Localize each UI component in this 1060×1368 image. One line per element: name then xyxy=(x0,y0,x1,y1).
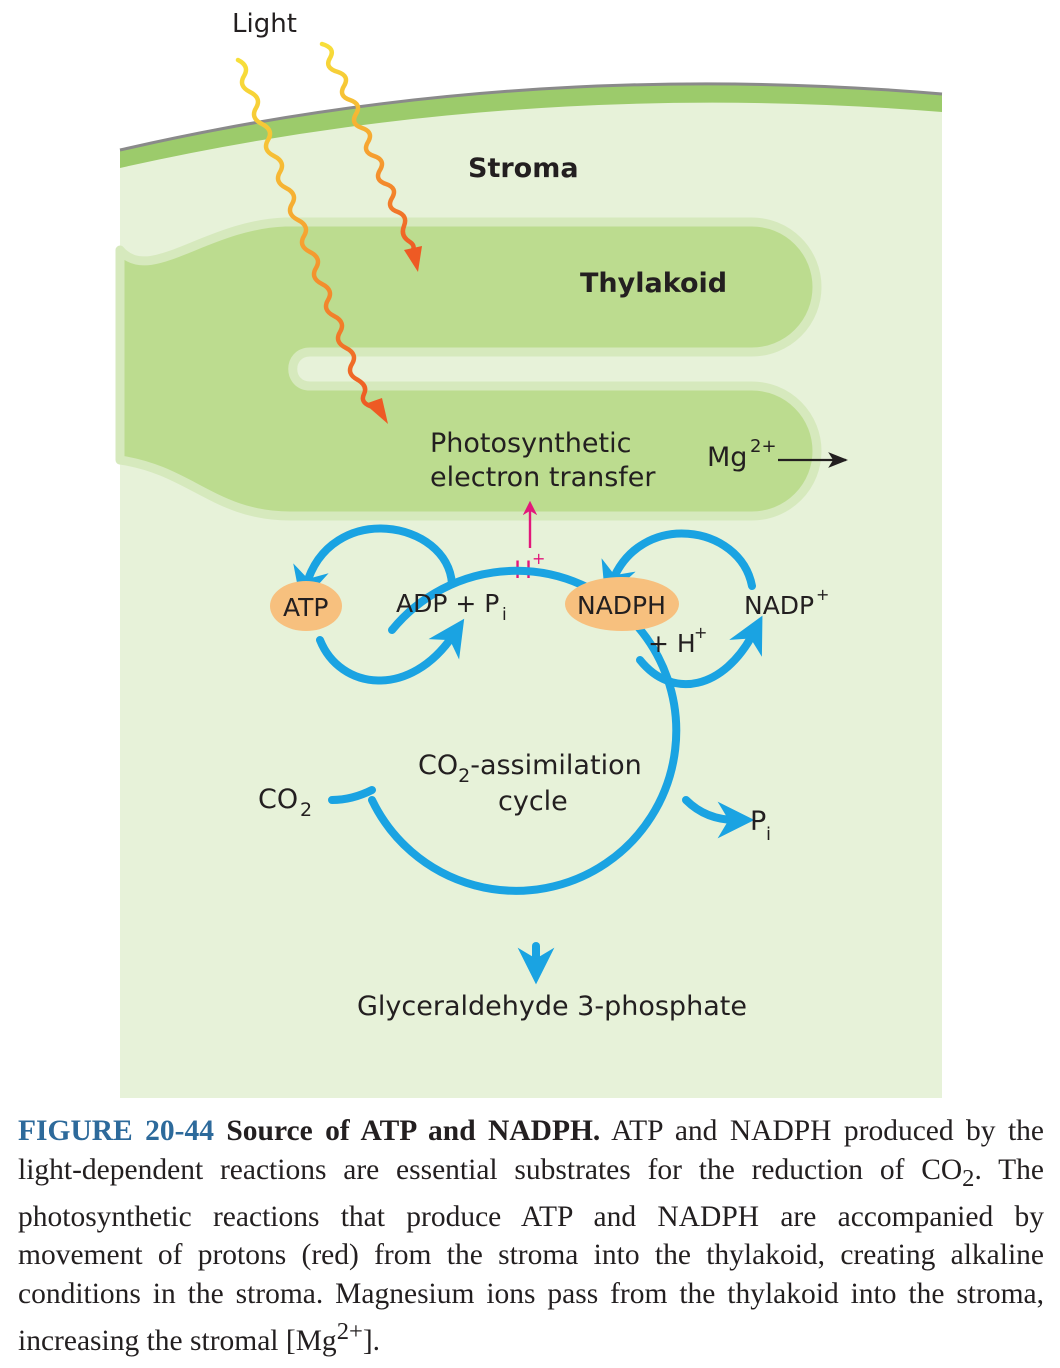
pi-release-arrow xyxy=(682,796,755,839)
mg-label: Mg xyxy=(707,442,747,473)
cycle-label-line2: cycle xyxy=(498,786,568,817)
cycle-co: CO xyxy=(418,750,458,781)
reaction-arrows xyxy=(293,524,763,985)
figure-number: FIGURE 20-44 xyxy=(18,1115,214,1147)
caption-text-2: . The photosynthetic reactions that prod… xyxy=(18,1153,1044,1358)
caption-co2-sub: 2 xyxy=(962,1164,975,1192)
pi-subscript: i xyxy=(766,824,771,845)
atp-consumption-arrow xyxy=(316,618,465,685)
atp-label: ATP xyxy=(283,593,329,622)
plus-h-charge: + xyxy=(694,623,707,642)
caption-text-1: ATP and NADPH produced by the light-depe… xyxy=(18,1115,1044,1186)
plus-h-label: + H xyxy=(648,629,696,658)
figure-title: Source of ATP and NADPH. xyxy=(226,1115,601,1147)
atp-regeneration-arrow xyxy=(293,524,456,604)
nadp-label: NADP xyxy=(744,591,814,620)
nadph-consumption-arrow xyxy=(636,615,763,689)
cycle-rest: -assimilation xyxy=(470,750,642,781)
g3p-label: Glyceraldehyde 3-phosphate xyxy=(357,991,747,1022)
light-rays xyxy=(235,41,422,424)
pi-label: P xyxy=(750,806,766,837)
nadph-ellipse xyxy=(565,577,679,631)
caption-text-3: ]. xyxy=(362,1325,381,1358)
electron-transfer-label-line1: Photosynthetic xyxy=(430,428,631,459)
chloroplast-diagram: Light Stroma Thylakoid Photosynthetic el… xyxy=(115,9,943,1098)
atp-ellipse xyxy=(270,581,342,631)
light-ray-left-head xyxy=(365,398,388,424)
stroma-label: Stroma xyxy=(468,153,579,184)
thylakoid xyxy=(115,217,822,521)
figure-caption: FIGURE 20-44 Source of ATP and NADPH. AT… xyxy=(18,1112,1044,1361)
light-label: Light xyxy=(232,9,297,39)
light-ray-right-head xyxy=(404,246,422,272)
co2-subscript: 2 xyxy=(300,799,312,821)
light-ray-right xyxy=(319,41,416,255)
h-charge: + xyxy=(532,549,545,568)
cycle-label-line1: CO2-assimilation xyxy=(418,750,642,787)
cycle-co-sub: 2 xyxy=(458,765,470,787)
caption-mg-sup: 2+ xyxy=(336,1318,363,1346)
nadph-label: NADPH xyxy=(577,591,666,620)
thylakoid-label: Thylakoid xyxy=(580,268,727,299)
magnesium-efflux: Mg 2+ xyxy=(707,436,848,473)
nadph-regeneration-arrow xyxy=(601,529,756,600)
mg-charge: 2+ xyxy=(750,436,777,457)
co2-label: CO xyxy=(258,784,298,815)
electron-transfer-label-line2: electron transfer xyxy=(430,462,656,493)
co2-assimilation-cycle-ring xyxy=(368,566,681,895)
nadp-charge: + xyxy=(816,585,829,604)
adp-pi-subscript: i xyxy=(502,605,507,625)
co2-input-arrow xyxy=(328,786,376,804)
adp-label: ADP + P xyxy=(396,589,499,618)
light-ray-left xyxy=(235,57,373,409)
